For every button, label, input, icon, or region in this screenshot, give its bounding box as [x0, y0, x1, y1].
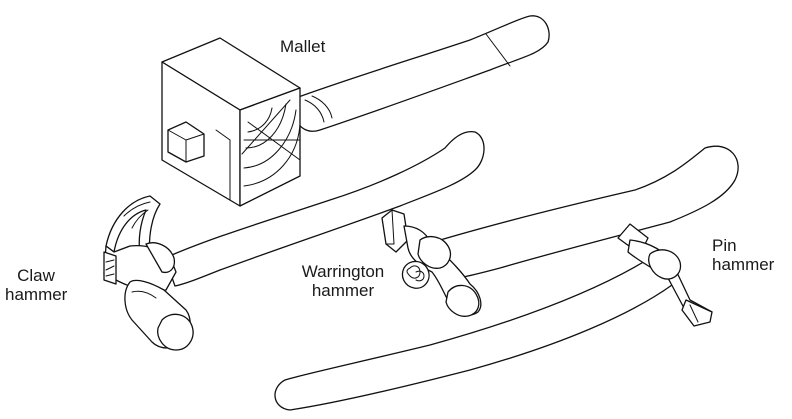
- mallet-handle: [289, 15, 550, 132]
- warrington-hammer-handle: [429, 145, 739, 281]
- claw-hammer-head: [103, 195, 194, 351]
- pin-hammer-label: Pin hammer: [712, 236, 782, 274]
- pin-hammer-handle: [274, 254, 673, 411]
- warrington-hammer-label-line1: Warrington: [301, 262, 385, 281]
- mallet-head: [161, 37, 301, 207]
- pin-hammer-label-line2: hammer: [712, 255, 775, 274]
- claw-hammer-label: Claw hammer: [5, 266, 67, 304]
- warrington-hammer-head: [381, 209, 482, 317]
- claw-hammer-handle: [164, 130, 485, 287]
- mallet-label: Mallet: [280, 37, 326, 56]
- warrington-hammer-label: Warrington hammer: [288, 262, 398, 300]
- claw-hammer-label-line2: hammer: [5, 285, 68, 304]
- pin-hammer-label-line1: Pin: [712, 236, 737, 255]
- claw-hammer-label-line1: Claw: [17, 266, 55, 285]
- warrington-hammer-label-line2: hammer: [311, 281, 375, 300]
- pin-hammer-head: [617, 223, 713, 327]
